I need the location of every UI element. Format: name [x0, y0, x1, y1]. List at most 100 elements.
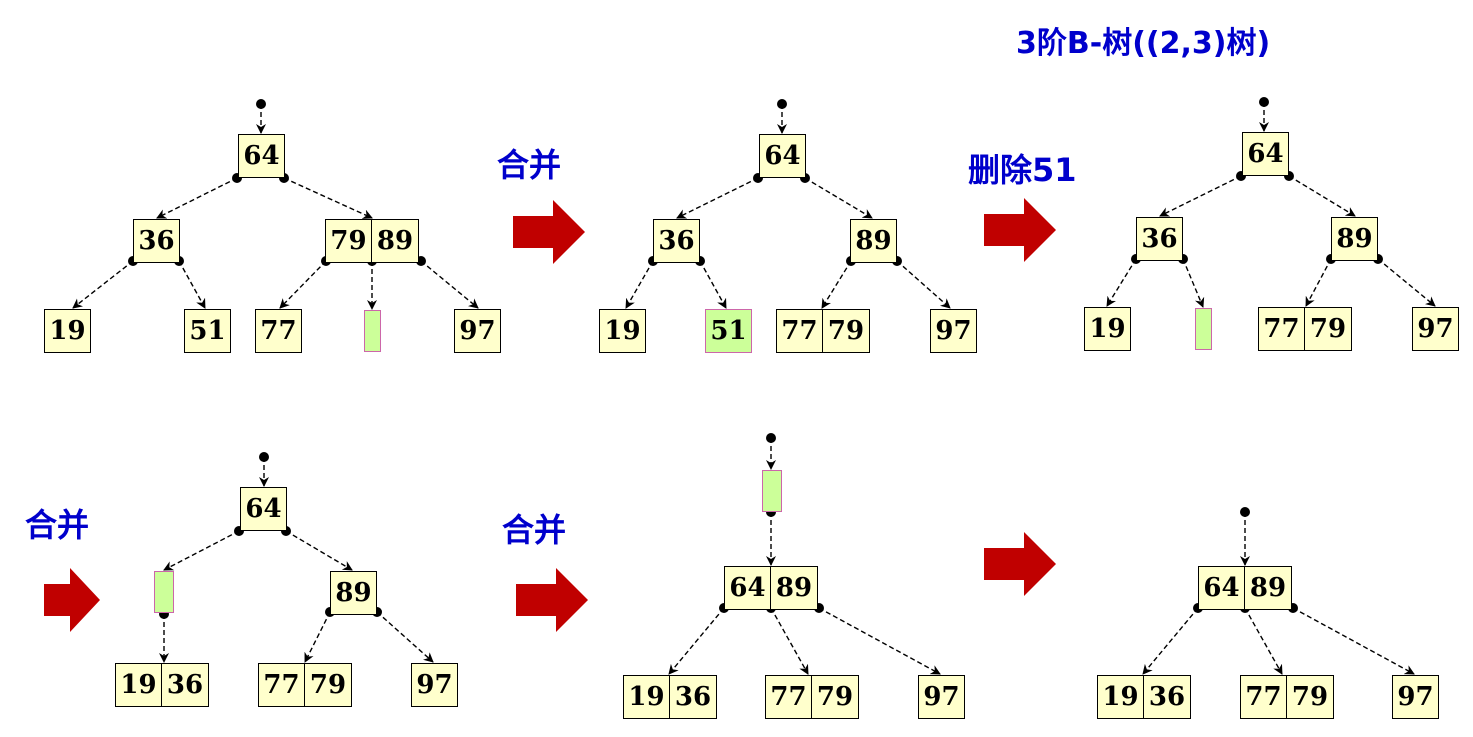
transition-arrow-5-icon: [984, 532, 1056, 596]
key-cell: 77: [776, 309, 823, 353]
child-pointer-link: [178, 260, 206, 309]
child-pointer-link: [676, 177, 759, 219]
child-pointer-link: [304, 611, 331, 663]
p6-root-node: 64 89: [1198, 566, 1292, 610]
key-cell: 77: [258, 663, 305, 707]
p4-leaf-node: 19 36: [115, 663, 209, 707]
key-cell: 97: [1412, 307, 1459, 351]
key-cell: 97: [918, 675, 965, 719]
key-cell: 19: [623, 675, 670, 719]
p3-leaf-node: 97: [1412, 307, 1459, 351]
key-cell: 19: [599, 309, 646, 353]
p2-leaf-node: 77 79: [776, 309, 870, 353]
p4-right-node: 89: [330, 571, 377, 615]
key-cell: 64: [759, 134, 806, 178]
key-cell: 89: [1245, 566, 1292, 610]
p1-left-node: 36: [133, 219, 180, 263]
key-cell: 19: [44, 309, 91, 353]
key-cell: 36: [1136, 217, 1183, 261]
key-cell: 51: [184, 309, 231, 353]
p5-internal-node: 64 89: [724, 566, 818, 610]
p4-leaf-node: 97: [411, 663, 458, 707]
key-cell: 36: [653, 219, 700, 263]
child-pointer-link: [1142, 607, 1199, 675]
key-cell: 36: [133, 219, 180, 263]
key-cell: 77: [1240, 675, 1287, 719]
pointer-dot: [256, 99, 266, 109]
p1-leaf-node: 19: [44, 309, 91, 353]
key-cell: 89: [330, 571, 377, 615]
child-pointer-link: [420, 260, 479, 309]
step-label-delete: 删除51: [968, 151, 1077, 189]
key-cell: 64: [1242, 132, 1289, 176]
child-pointer-link: [163, 530, 240, 571]
p6-leaf-node: 97: [1392, 675, 1439, 719]
step-label-merge-3: 合并: [502, 511, 567, 549]
key-cell: 77: [765, 675, 812, 719]
key-cell: 36: [162, 663, 209, 707]
transition-arrow-3-icon: [44, 568, 100, 632]
key-cell: 79: [1305, 307, 1352, 351]
key-cell: 89: [850, 219, 897, 263]
key-cell: 89: [1331, 217, 1378, 261]
key-cell: 19: [115, 663, 162, 707]
p5-leaf-node: 19 36: [623, 675, 717, 719]
child-pointer-link: [156, 177, 238, 219]
child-pointer-link: [1159, 175, 1242, 217]
p1-empty-leaf: [364, 310, 381, 352]
child-pointer-link: [668, 607, 725, 675]
key-cell: 97: [411, 663, 458, 707]
child-pointer-link: [1106, 258, 1137, 307]
key-cell: 64: [1198, 566, 1245, 610]
p1-leaf-node: 97: [454, 309, 501, 353]
key-cell: 79: [823, 309, 870, 353]
p4-root-node: 64: [240, 487, 287, 531]
transition-arrow-4-icon: [516, 568, 588, 632]
step-label-merge-2: 合并: [25, 506, 90, 544]
p1-leaf-node: 51: [184, 309, 231, 353]
child-pointer-link: [376, 611, 434, 663]
p6-leaf-node: 77 79: [1240, 675, 1334, 719]
p3-leaf-node: 77 79: [1258, 307, 1352, 351]
child-pointer-link: [1244, 607, 1283, 675]
key-cell: 97: [930, 309, 977, 353]
pointer-dot: [766, 433, 776, 443]
key-cell: 64: [724, 566, 771, 610]
step-label-merge-1: 合并: [497, 146, 562, 184]
p4-empty-internal-node: [154, 571, 174, 613]
key-cell: 64: [240, 487, 287, 531]
p1-leaf-node: 77: [255, 309, 302, 353]
key-cell: 77: [255, 309, 302, 353]
p1-root-node: 64: [238, 134, 285, 178]
p3-empty-leaf: [1195, 308, 1212, 350]
p6-leaf-node: 19 36: [1097, 675, 1191, 719]
child-pointer-link: [72, 260, 134, 309]
p5-leaf-node: 97: [918, 675, 965, 719]
child-pointer-link: [1292, 607, 1415, 675]
p5-empty-root: [762, 470, 782, 512]
key-cell: 36: [670, 675, 717, 719]
key-cell: 19: [1097, 675, 1144, 719]
pointer-dot: [777, 99, 787, 109]
child-pointer-link: [285, 530, 353, 571]
key-cell: 79: [812, 675, 859, 719]
transition-arrow-1-icon: [513, 200, 585, 264]
p3-right-node: 89: [1331, 217, 1378, 261]
child-pointer-link: [699, 260, 727, 309]
child-pointer-link: [818, 607, 941, 675]
child-pointer-link: [1288, 175, 1356, 217]
child-pointer-link: [1182, 258, 1205, 308]
key-cell: 64: [238, 134, 285, 178]
p4-leaf-node: 77 79: [258, 663, 352, 707]
transition-arrow-2-icon: [984, 198, 1056, 262]
key-cell: 89: [372, 219, 419, 263]
key-cell: 79: [1287, 675, 1334, 719]
child-pointer-link: [896, 260, 951, 309]
key-cell: 77: [1258, 307, 1305, 351]
pointer-dot: [259, 452, 269, 462]
key-cell: 89: [771, 566, 818, 610]
p2-left-node: 36: [653, 219, 700, 263]
diagram-title: 3阶B-树((2,3)树): [1016, 26, 1271, 61]
key-cell: 97: [454, 309, 501, 353]
